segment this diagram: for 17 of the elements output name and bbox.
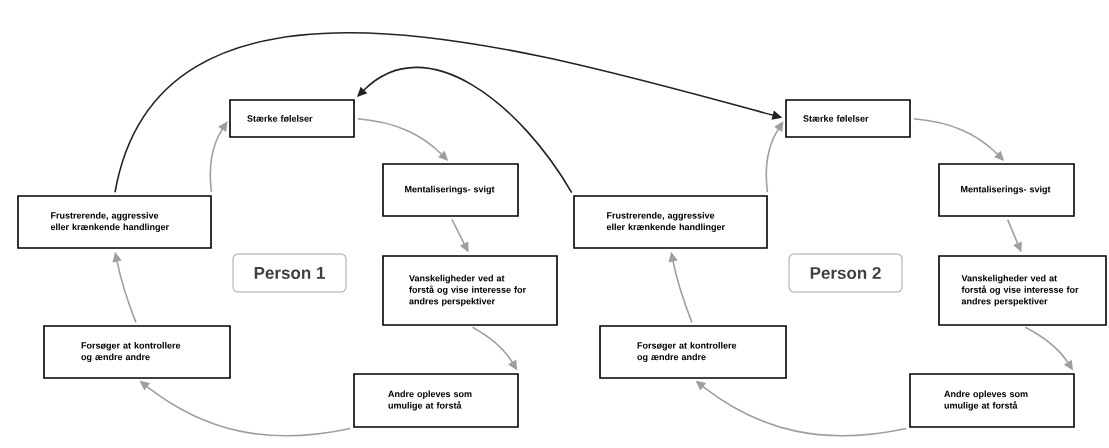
arrow [765, 121, 784, 193]
arrow [209, 121, 228, 193]
person-label: Person 1 [232, 253, 347, 293]
process-box: Vanskeligheder ved at forstå og vise interesse for andres perspektiver [382, 255, 558, 326]
process-box: Andre opleves som umulige at forstå [909, 373, 1075, 428]
process-box: Mentaliserings- svigt [938, 163, 1075, 217]
process-box: Frustrerende, aggressive eller krænkende handlinger [573, 195, 768, 249]
process-box: Vanskeligheder ved at forstå og vise interesse for andres perspektiver [938, 255, 1107, 326]
process-box: Frustrerende, aggressive eller krænkende handlinger [17, 195, 212, 249]
arrow [357, 66, 573, 194]
process-box: Forsøger at kontrollere og ændre andre [599, 325, 787, 379]
process-box: Andre opleves som umulige at forstå [353, 373, 519, 428]
process-box: Stærke følelser [229, 99, 355, 138]
person-label: Person 2 [788, 253, 903, 293]
process-box: Forsøger at kontrollere og ændre andre [43, 325, 231, 379]
process-box: Stærke følelser [785, 99, 911, 138]
process-box: Mentaliserings- svigt [382, 163, 519, 217]
